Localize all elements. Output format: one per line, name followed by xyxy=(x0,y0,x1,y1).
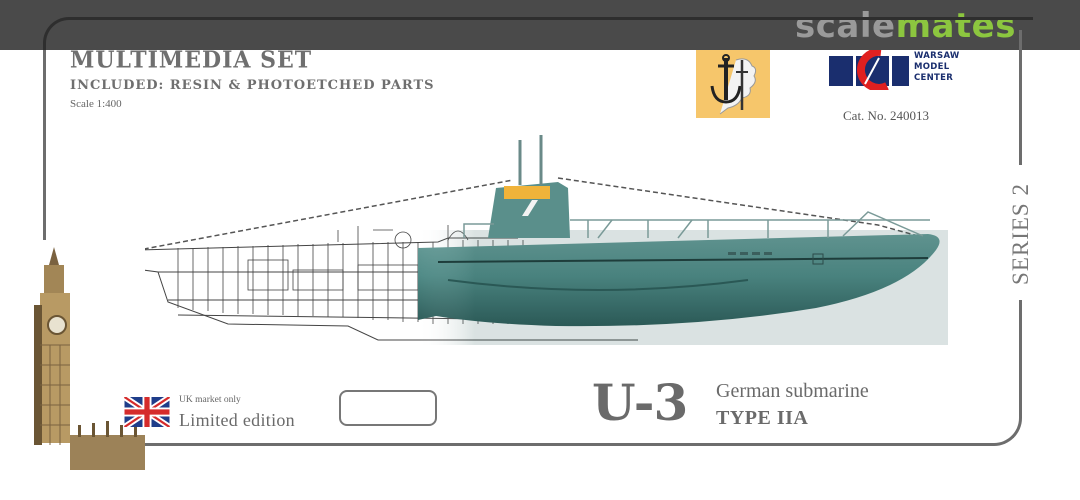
market-note: UK market only xyxy=(179,395,241,405)
top-banner xyxy=(0,0,1080,50)
frame-left-border xyxy=(43,50,46,240)
deck-railing xyxy=(463,211,930,239)
scale-label: Scale 1:400 xyxy=(70,98,122,110)
clock-face xyxy=(47,315,67,335)
set-title: MULTIMEDIA SET xyxy=(70,46,313,74)
catalog-number: Cat. No. 240013 xyxy=(843,108,929,123)
model-description: German submarine xyxy=(716,380,869,402)
frame-bottom-right-corner xyxy=(960,370,1022,446)
series-text: SERIES 2 xyxy=(1008,183,1033,285)
wmc-line-3: CENTER xyxy=(914,73,954,83)
watermark-mates: mates xyxy=(895,6,1016,46)
model-type: TYPE IIA xyxy=(716,407,809,429)
big-ben-image xyxy=(20,245,145,470)
frame-top-border xyxy=(43,17,1033,57)
uk-flag-icon xyxy=(124,397,170,427)
model-id: U-3 xyxy=(592,373,688,432)
hull-details xyxy=(728,252,824,265)
watermark-scale: scale xyxy=(795,6,896,46)
anchor-icon xyxy=(710,54,757,115)
frame-right-border-upper xyxy=(1019,30,1022,165)
tower-yellow-band xyxy=(504,186,550,199)
edition-number-box xyxy=(339,390,437,426)
limited-edition-label: Limited edition xyxy=(179,410,295,430)
wmc-mark-icon xyxy=(829,50,909,90)
scalemates-watermark: scalemates xyxy=(795,6,1016,46)
submarine-illustration xyxy=(118,135,948,345)
frame-right-border-lower xyxy=(1019,300,1022,400)
wmc-line-1: WARSAW xyxy=(914,51,960,61)
anchor-logo xyxy=(696,50,770,118)
wmc-logo: WARSAW MODEL CENTER xyxy=(829,50,959,92)
wmc-text: WARSAW MODEL CENTER xyxy=(914,51,960,84)
wmc-line-2: MODEL xyxy=(914,62,950,72)
set-subtitle: INCLUDED: RESIN & PHOTOETCHED PARTS xyxy=(70,78,435,93)
series-label: SERIES 2 xyxy=(1007,170,1035,298)
frame-bottom-border xyxy=(145,443,965,446)
